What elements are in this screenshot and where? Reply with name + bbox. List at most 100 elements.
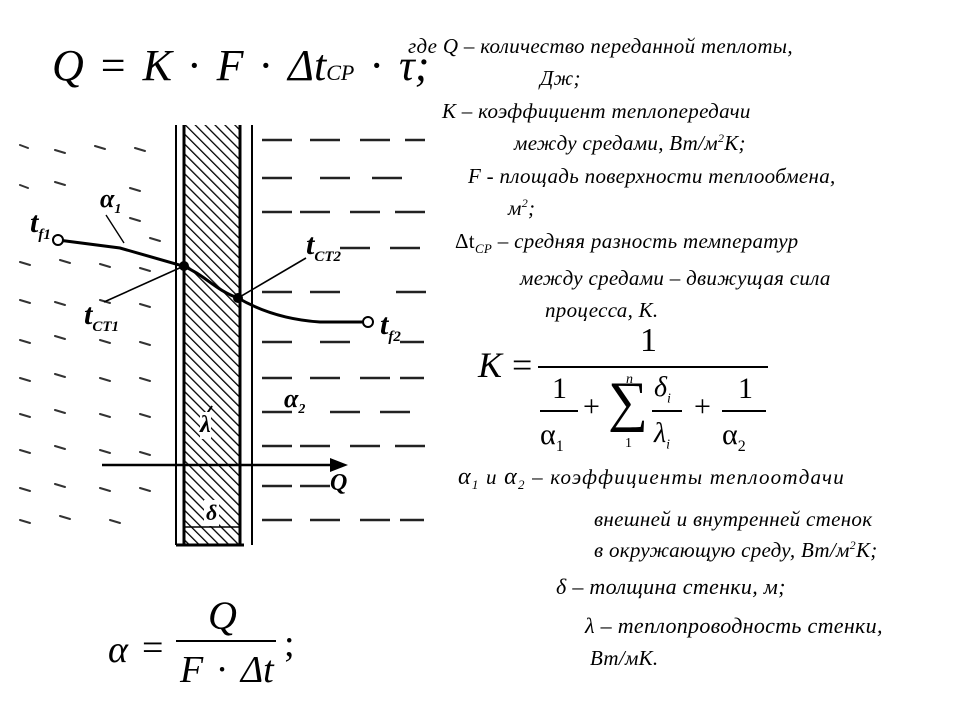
def-line-7-sub: СР [474,241,493,257]
label-delta: δ [204,500,220,526]
formula-k-K: K [478,345,503,385]
label-alpha2-sym: α [284,384,299,413]
leader-alpha1 [105,214,125,244]
alpha-desc-line-3-post: К; [855,538,878,562]
formula-alpha-eq: = [142,627,164,669]
formula-k-bar1 [540,410,578,412]
def-line-3: К – коэффициент теплопередачи [442,99,751,123]
point-t-f2 [362,316,374,328]
label-t-f1-sym: t [30,206,39,239]
formula-q-dt: Δt [288,41,327,90]
formula-alpha-alpha: α [108,629,128,671]
label-alpha1-sub: 1 [114,202,122,218]
formula-k-alpha2: α2 [722,418,746,456]
alpha-desc-a1: α [458,464,472,490]
label-alpha2: α2 [284,384,305,418]
formula-k-delta: δi [654,372,671,408]
formula-alpha-den-F: F [180,649,204,691]
def-line-5: F - площадь поверхности теплообмена, [468,164,836,188]
formula-k-delta-sub: i [667,391,671,407]
alpha-desc-rest: – коэффициенты теплоотдачи [525,465,845,489]
formula-k-one1: 1 [552,372,567,405]
formula-k-lambda: λi [654,418,670,454]
label-t-ct2-sub: CT2 [314,249,342,265]
lambda-desc: λ – теплопроводность стенки, [585,613,883,638]
formula-alpha-den-dot: · [215,649,229,691]
formula-q-tau: τ; [399,41,430,90]
def-line-7: ΔtСР – средняя разность температур [455,229,798,257]
alpha-desc-line-3-pre: в окружающую среду, Вт/м [594,538,850,562]
formula-k-bar2 [652,410,682,412]
formula-q-F: F [216,41,244,90]
alpha-desc-line-3: в окружающую среду, Вт/м2К; [594,538,878,563]
label-t-f1: tf1 [30,206,51,244]
formula-k-alpha1: α1 [540,418,564,456]
def-line-7-post: – средняя разность температур [492,229,799,253]
def-line-6-sup: 2 [521,196,529,210]
label-t-f2: tf2 [380,308,401,346]
wall-hatched [184,125,240,545]
formula-alpha-semi: ; [284,623,295,665]
label-t-ct2-sym: t [306,228,315,261]
formula-k-alpha2-sym: α [722,418,738,451]
alpha-desc-line-2: внешней и внутренней стенок [594,507,873,531]
def-line-8: между средами – движущая сила [520,266,831,290]
formula-k-main-bar [538,366,768,368]
formula-k-one2: 1 [738,372,753,405]
label-alpha1-sym: α [100,184,115,213]
formula-k-sum-top: n [626,372,633,387]
formula-k-eq: = [512,345,533,385]
formula-k-alpha1-sym: α [540,418,556,451]
formula-k-plus1: + [583,390,600,423]
formula-q-cp: СР [326,60,355,85]
alpha-desc-and: и [479,465,505,489]
def-line-4: между средами, Вт/м2К; [514,131,746,156]
formula-q-dot3: · [369,41,385,90]
alpha-desc-a2-sub: 2 [517,477,526,493]
label-t-ct1: tCT1 [84,298,119,336]
label-t-f2-sym: t [380,308,389,341]
label-lambda: λ [200,412,211,439]
alpha-desc-line-3-sup: 2 [849,538,856,552]
formula-alpha-bar [176,640,276,642]
formula-k-sum-bot: 1 [625,436,632,451]
def-line-6-pre: м [508,196,522,220]
formula-alpha-num: Q [208,593,237,638]
def-line-2: Дж; [540,66,581,90]
formula-q-dot2: · [258,41,274,90]
formula-k-num: 1 [640,322,657,359]
def-line-6: м2; [508,196,535,221]
alpha-desc-a2: α [504,464,518,490]
alpha-desc-line-1: α1 и α2 – коэффициенты теплоотдачи [458,464,845,493]
delta-desc: δ – толщина стенки, м; [556,574,786,599]
formula-k-delta-sym: δ [654,372,668,403]
formula-q-K: K [142,41,172,90]
def-line-6-post: ; [528,196,536,220]
point-t-f1 [52,234,64,246]
label-alpha2-sub: 2 [298,402,306,418]
left-medium-marks [19,144,161,524]
def-line-7-dt: Δt [455,229,475,253]
heat-flow-arrow-head [330,458,348,472]
label-alpha1: α1 [100,184,121,218]
formula-q-eq: = [100,41,126,90]
def-line-4-post: К; [724,131,746,155]
label-t-ct2: tCT2 [306,228,341,266]
formula-k-bar3 [722,410,766,412]
right-medium-marks [262,138,426,522]
label-t-f1-sub: f1 [38,227,51,243]
label-q: Q [330,470,348,496]
formula-k-lambda-sub: i [666,437,671,453]
formula-q: Q = K · F · ΔtСР · τ; [52,40,429,91]
label-t-ct1-sub: CT1 [92,319,120,335]
formula-q-Q: Q [52,41,84,90]
formula-k-sum: ∑ [608,371,648,433]
leader-t-ct1 [103,265,185,303]
label-t-ct1-sym: t [84,298,93,331]
label-t-f2-sub: f2 [388,329,401,345]
alpha-desc-a1-sub: 1 [471,477,480,493]
formula-q-dot1: · [186,41,202,90]
formula-k-lambda-sym: λ [654,418,667,449]
